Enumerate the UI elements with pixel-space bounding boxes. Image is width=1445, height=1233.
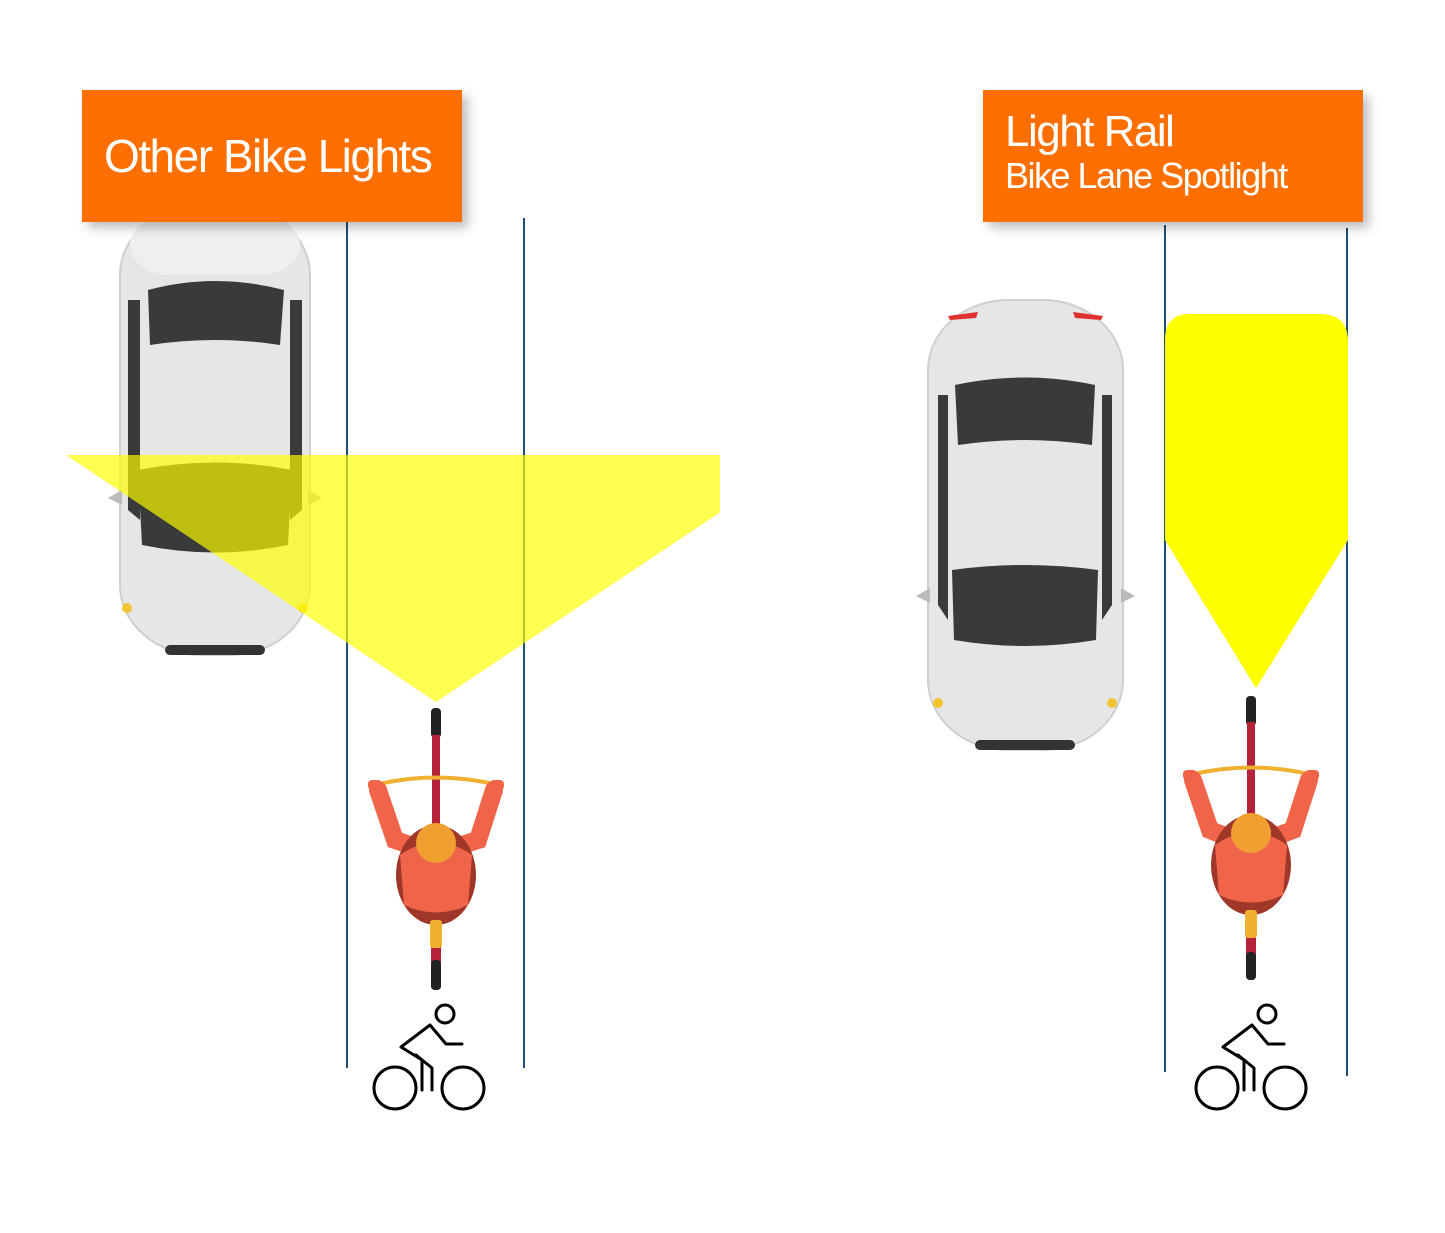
bicycle-sign-icon [1194, 1003, 1308, 1111]
cyclist-icon [1183, 696, 1319, 980]
label-title: Other Bike Lights [104, 130, 433, 182]
left-scene [66, 204, 720, 1111]
car-icon [916, 299, 1135, 751]
right-scene [916, 225, 1348, 1111]
label-title-line2: Bike Lane Spotlight [1005, 155, 1288, 196]
label-title-line1: Light Rail [1005, 107, 1175, 156]
label-light-rail-spotlight: Light Rail Bike Lane Spotlight [983, 90, 1363, 222]
spotlight-beam [1165, 314, 1348, 688]
panel-light-rail: Light Rail Bike Lane Spotlight [720, 0, 1445, 1233]
cyclist-icon [368, 708, 504, 990]
wide-light-beam [66, 455, 720, 702]
label-other-bike-lights: Other Bike Lights [82, 90, 462, 222]
panel-other-bike-lights: Other Bike Lights [0, 0, 720, 1233]
bicycle-sign-icon [372, 1003, 486, 1111]
